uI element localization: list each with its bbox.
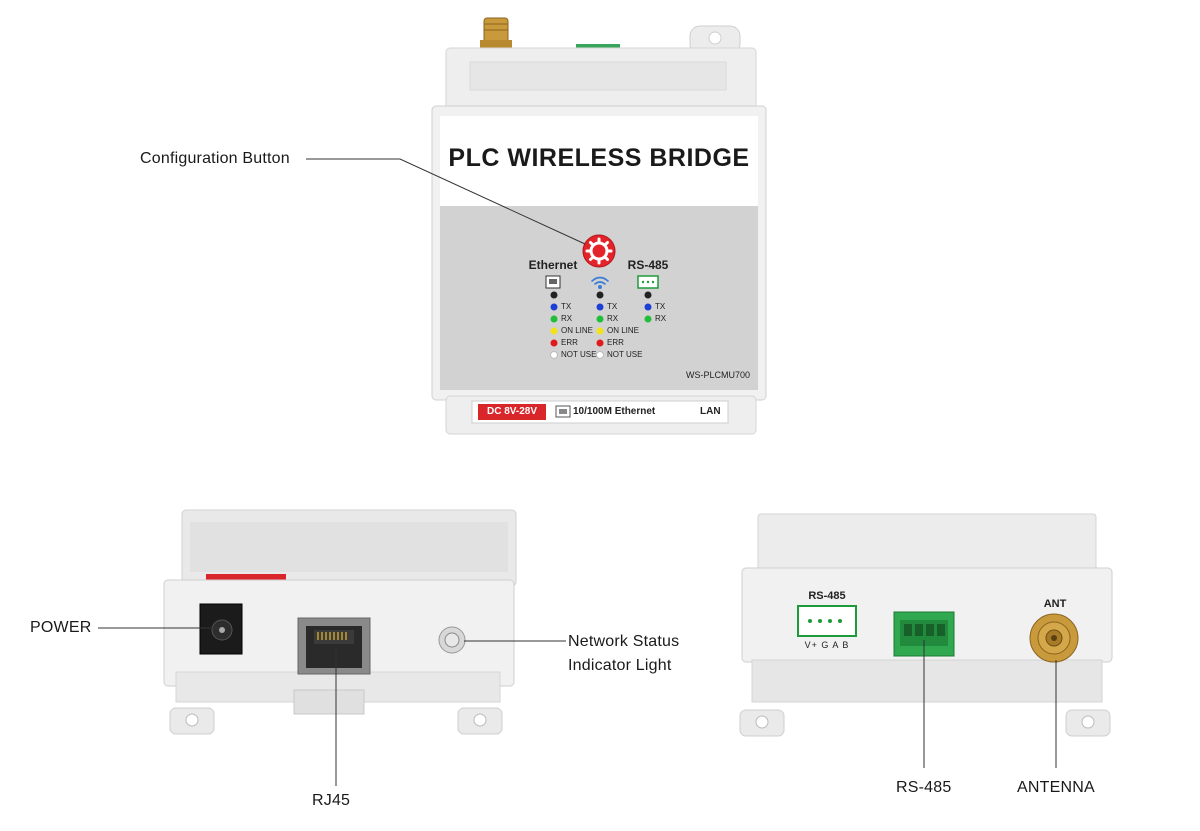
rj45-port xyxy=(297,617,371,675)
power-spec-label: DC 8V-28V xyxy=(486,406,538,417)
lan-label: LAN xyxy=(700,406,721,417)
led-label-wl-notuse: NOT USE xyxy=(607,350,643,359)
callout-rj45: RJ45 xyxy=(312,792,351,809)
antenna-connector-top xyxy=(480,17,512,51)
power-jack xyxy=(199,603,243,655)
ethernet-spec-label: 10/100M Ethernet xyxy=(573,406,656,417)
rs485-print-label: RS-485 xyxy=(808,590,846,602)
led-group-rs485 xyxy=(644,291,652,323)
network-status-light xyxy=(438,626,466,654)
power-side-device xyxy=(163,509,517,735)
model-number: WS-PLCMU700 xyxy=(685,370,750,380)
led-label-wl-err: ERR xyxy=(607,338,624,347)
antenna-connector xyxy=(1029,613,1079,663)
ethernet-port-icon xyxy=(545,275,561,289)
led-label-eth-err: ERR xyxy=(561,338,578,347)
led-group-wireless xyxy=(596,291,604,359)
callout-rs485: RS-485 xyxy=(896,779,952,796)
wifi-icon xyxy=(591,276,609,289)
led-label-wl-online: ON LINE xyxy=(607,326,640,335)
callout-antenna: ANTENNA xyxy=(1017,779,1095,796)
led-label-eth-notuse: NOT USE xyxy=(561,350,597,359)
led-label-rs-tx: TX xyxy=(655,302,666,311)
led-group-ethernet xyxy=(550,291,558,359)
callout-power: POWER xyxy=(30,619,92,636)
callout-network-status-2: Indicator Light xyxy=(568,657,672,674)
callout-line-config xyxy=(306,158,586,245)
callout-configuration-button: Configuration Button xyxy=(140,150,290,167)
led-label-eth-online: ON LINE xyxy=(561,326,594,335)
rs485-pin-labels: V+ G A B xyxy=(804,640,850,650)
rs485-connector-icon xyxy=(637,275,659,289)
led-label-wl-rx: RX xyxy=(607,314,619,323)
led-label-wl-tx: TX xyxy=(607,302,618,311)
led-label-eth-tx: TX xyxy=(561,302,572,311)
column-label-rs485: RS-485 xyxy=(627,258,669,272)
rs485-side-device xyxy=(739,513,1113,737)
ant-print-label: ANT xyxy=(1043,598,1067,610)
device-title: PLC WIRELESS BRIDGE xyxy=(448,144,750,172)
callout-network-status-1: Network Status xyxy=(568,633,680,650)
column-label-ethernet: Ethernet xyxy=(528,258,578,272)
configuration-button[interactable] xyxy=(582,234,616,268)
led-label-eth-rx: RX xyxy=(561,314,573,323)
led-label-rs-rx: RX xyxy=(655,314,667,323)
